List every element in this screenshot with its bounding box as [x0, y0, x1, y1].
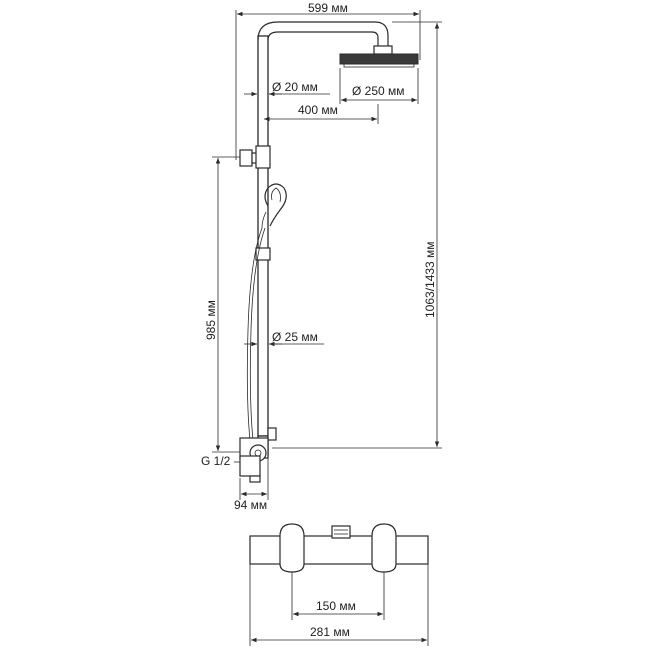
shower-column: [239, 21, 419, 483]
dimension-overall-width: [235, 10, 421, 160]
slider-holder: [255, 247, 271, 261]
arm-inner: [267, 31, 379, 46]
dimension-arm-length: [264, 104, 379, 124]
mixer-body-front: [249, 535, 429, 565]
rain-shower-head: [339, 53, 419, 65]
flow-handle: [371, 523, 397, 573]
diverter-knob: [267, 427, 277, 441]
mixer-width-label: 281 мм: [310, 625, 350, 639]
arm-diameter-label: Ø 20 мм: [272, 80, 318, 94]
wall-offset-label: 94 мм: [234, 498, 267, 512]
mixer-lower-body: [239, 455, 261, 477]
dimension-head-diameter: [339, 68, 419, 104]
diverter-front: [331, 525, 351, 539]
head-diameter-label: Ø 250 мм: [352, 84, 405, 98]
rain-head-nozzles: [343, 63, 415, 68]
hand-shower: [261, 183, 287, 229]
rail-height-label: 985 мм: [204, 300, 218, 340]
temperature-handle: [279, 523, 305, 573]
dimension-total-height: [272, 21, 442, 449]
overall-width-label: 599 мм: [308, 1, 348, 15]
shower-hose: [246, 227, 263, 441]
dimension-rail-height: [212, 156, 240, 453]
dimension-wall-offset: [239, 458, 269, 500]
rail-diameter-label: Ø 25 мм: [272, 330, 318, 344]
upper-clamp: [255, 145, 271, 169]
total-height-label: 1063/1433 мм: [423, 241, 437, 318]
arm-length-label: 400 мм: [298, 103, 338, 117]
mixer-front-view: [249, 523, 429, 573]
upper-wall-bracket: [239, 149, 253, 167]
dimension-inlet-spacing: [291, 572, 385, 620]
head-connector: [373, 45, 393, 55]
inlet-spacing-label: 150 мм: [316, 599, 356, 613]
arm-outer: [257, 21, 389, 46]
dimension-mixer-width: [249, 564, 429, 646]
inlet-thread-label: G 1/2: [201, 454, 231, 468]
